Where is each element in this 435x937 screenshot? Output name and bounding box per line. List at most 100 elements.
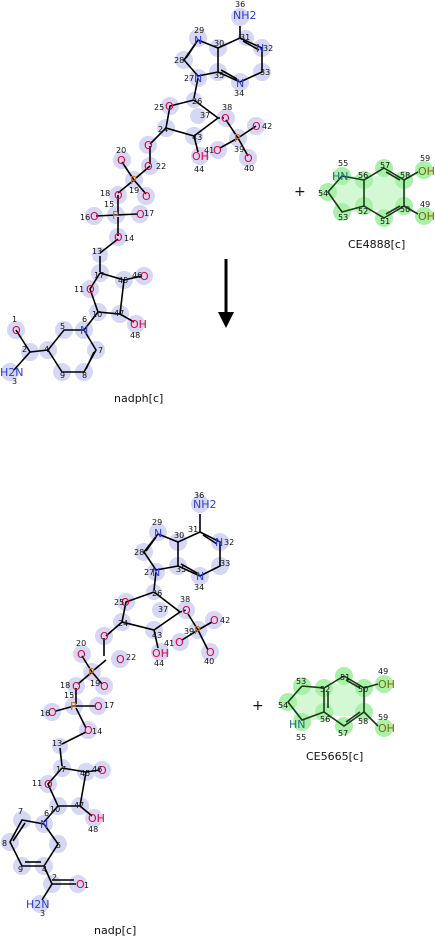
svg-text:56: 56 <box>358 171 368 180</box>
svg-text:50: 50 <box>358 685 368 694</box>
svg-text:O: O <box>100 630 109 643</box>
svg-text:28: 28 <box>134 548 144 557</box>
svg-text:N: N <box>80 324 88 337</box>
svg-text:O: O <box>165 100 174 113</box>
svg-text:O: O <box>144 139 153 152</box>
svg-text:26: 26 <box>192 97 202 106</box>
svg-text:HN: HN <box>332 170 349 183</box>
ce5665-bonds <box>286 675 379 727</box>
svg-text:44: 44 <box>194 165 204 174</box>
svg-text:58: 58 <box>400 171 410 180</box>
svg-text:14: 14 <box>124 234 134 243</box>
svg-text:37: 37 <box>158 605 168 614</box>
svg-text:54: 54 <box>318 189 328 198</box>
svg-text:52: 52 <box>358 207 368 216</box>
molecule-ce5665: HN OH OH 53 54 55 56 52 51 50 58 57 49 5… <box>278 667 395 763</box>
svg-text:13: 13 <box>92 247 102 256</box>
svg-text:44: 44 <box>154 659 164 668</box>
svg-text:O: O <box>136 208 145 221</box>
svg-text:O: O <box>114 189 123 202</box>
svg-text:25: 25 <box>154 103 164 112</box>
svg-text:48: 48 <box>130 331 140 340</box>
svg-text:HN: HN <box>289 718 306 731</box>
svg-text:N: N <box>154 527 162 540</box>
svg-text:O: O <box>84 724 93 737</box>
svg-text:37: 37 <box>200 111 210 120</box>
svg-text:50: 50 <box>400 205 410 214</box>
svg-text:36: 36 <box>235 0 245 9</box>
svg-text:P: P <box>234 132 241 145</box>
svg-text:7: 7 <box>18 807 23 816</box>
svg-text:33: 33 <box>220 559 230 568</box>
svg-text:11: 11 <box>32 779 42 788</box>
svg-text:17: 17 <box>104 701 114 710</box>
svg-text:13: 13 <box>52 739 62 748</box>
svg-text:18: 18 <box>100 189 110 198</box>
svg-text:6: 6 <box>82 315 87 324</box>
svg-text:N: N <box>194 72 202 85</box>
svg-text:35: 35 <box>176 565 186 574</box>
svg-text:O: O <box>182 604 191 617</box>
plus-sign-bottom: + <box>252 698 264 714</box>
svg-text:24: 24 <box>158 125 168 134</box>
nadph-atoms: NH2 N N N N O O P O O O OH O O P O O O P… <box>0 9 264 379</box>
plus-sign-top: + <box>294 184 306 200</box>
svg-text:O: O <box>90 210 99 223</box>
svg-text:O: O <box>98 764 107 777</box>
svg-text:O: O <box>117 154 126 167</box>
svg-text:P: P <box>88 666 95 679</box>
svg-text:10: 10 <box>92 310 102 319</box>
svg-text:9: 9 <box>18 865 23 874</box>
svg-text:32: 32 <box>263 44 273 53</box>
svg-text:N: N <box>194 34 202 47</box>
svg-text:N: N <box>215 536 223 549</box>
svg-text:O: O <box>252 120 261 133</box>
svg-text:N: N <box>256 42 264 55</box>
svg-text:OH: OH <box>192 150 209 163</box>
svg-text:2: 2 <box>22 345 27 354</box>
svg-text:OH: OH <box>378 722 395 735</box>
svg-text:1: 1 <box>12 315 17 324</box>
ce4888-atoms: HN OH OH <box>332 165 435 223</box>
ce4888-bonds <box>326 167 419 219</box>
svg-text:N: N <box>152 566 160 579</box>
svg-text:O: O <box>140 270 149 283</box>
svg-text:59: 59 <box>420 154 430 163</box>
svg-text:28: 28 <box>174 56 184 65</box>
svg-text:48: 48 <box>88 825 98 834</box>
svg-text:43: 43 <box>192 133 202 142</box>
nadp-highlights <box>1 495 229 913</box>
svg-text:N: N <box>40 818 48 831</box>
svg-text:20: 20 <box>76 639 86 648</box>
molecule-nadph: NH2 N N N N O O P O O O OH O O P O O O P… <box>0 0 273 405</box>
svg-text:3: 3 <box>12 377 17 386</box>
svg-text:53: 53 <box>296 677 306 686</box>
svg-text:9: 9 <box>60 371 65 380</box>
svg-text:40: 40 <box>204 657 214 666</box>
svg-text:O: O <box>114 231 123 244</box>
svg-text:OH: OH <box>418 165 435 178</box>
svg-text:6: 6 <box>44 809 49 818</box>
svg-text:33: 33 <box>260 68 270 77</box>
nadph-amide-label: H2N <box>0 366 24 379</box>
svg-text:O: O <box>244 152 253 165</box>
svg-text:P: P <box>70 700 77 713</box>
svg-text:O: O <box>144 160 153 173</box>
svg-text:19: 19 <box>90 679 100 688</box>
svg-text:15: 15 <box>104 200 114 209</box>
svg-text:17: 17 <box>56 765 66 774</box>
svg-text:O: O <box>206 646 215 659</box>
svg-text:35: 35 <box>214 71 224 80</box>
svg-text:O: O <box>48 706 57 719</box>
svg-text:19: 19 <box>129 186 139 195</box>
svg-text:32: 32 <box>224 538 234 547</box>
svg-text:55: 55 <box>296 733 306 742</box>
svg-text:51: 51 <box>380 217 390 226</box>
nadp-numbers: 36 30 31 32 33 34 35 29 28 27 26 25 24 4… <box>2 491 234 918</box>
svg-text:17: 17 <box>94 271 104 280</box>
svg-text:10: 10 <box>50 805 60 814</box>
svg-text:46: 46 <box>92 765 102 774</box>
svg-text:39: 39 <box>234 145 244 154</box>
ce4888-numbers: 55 54 53 52 56 57 58 50 51 59 49 <box>318 154 430 226</box>
svg-text:57: 57 <box>338 729 348 738</box>
